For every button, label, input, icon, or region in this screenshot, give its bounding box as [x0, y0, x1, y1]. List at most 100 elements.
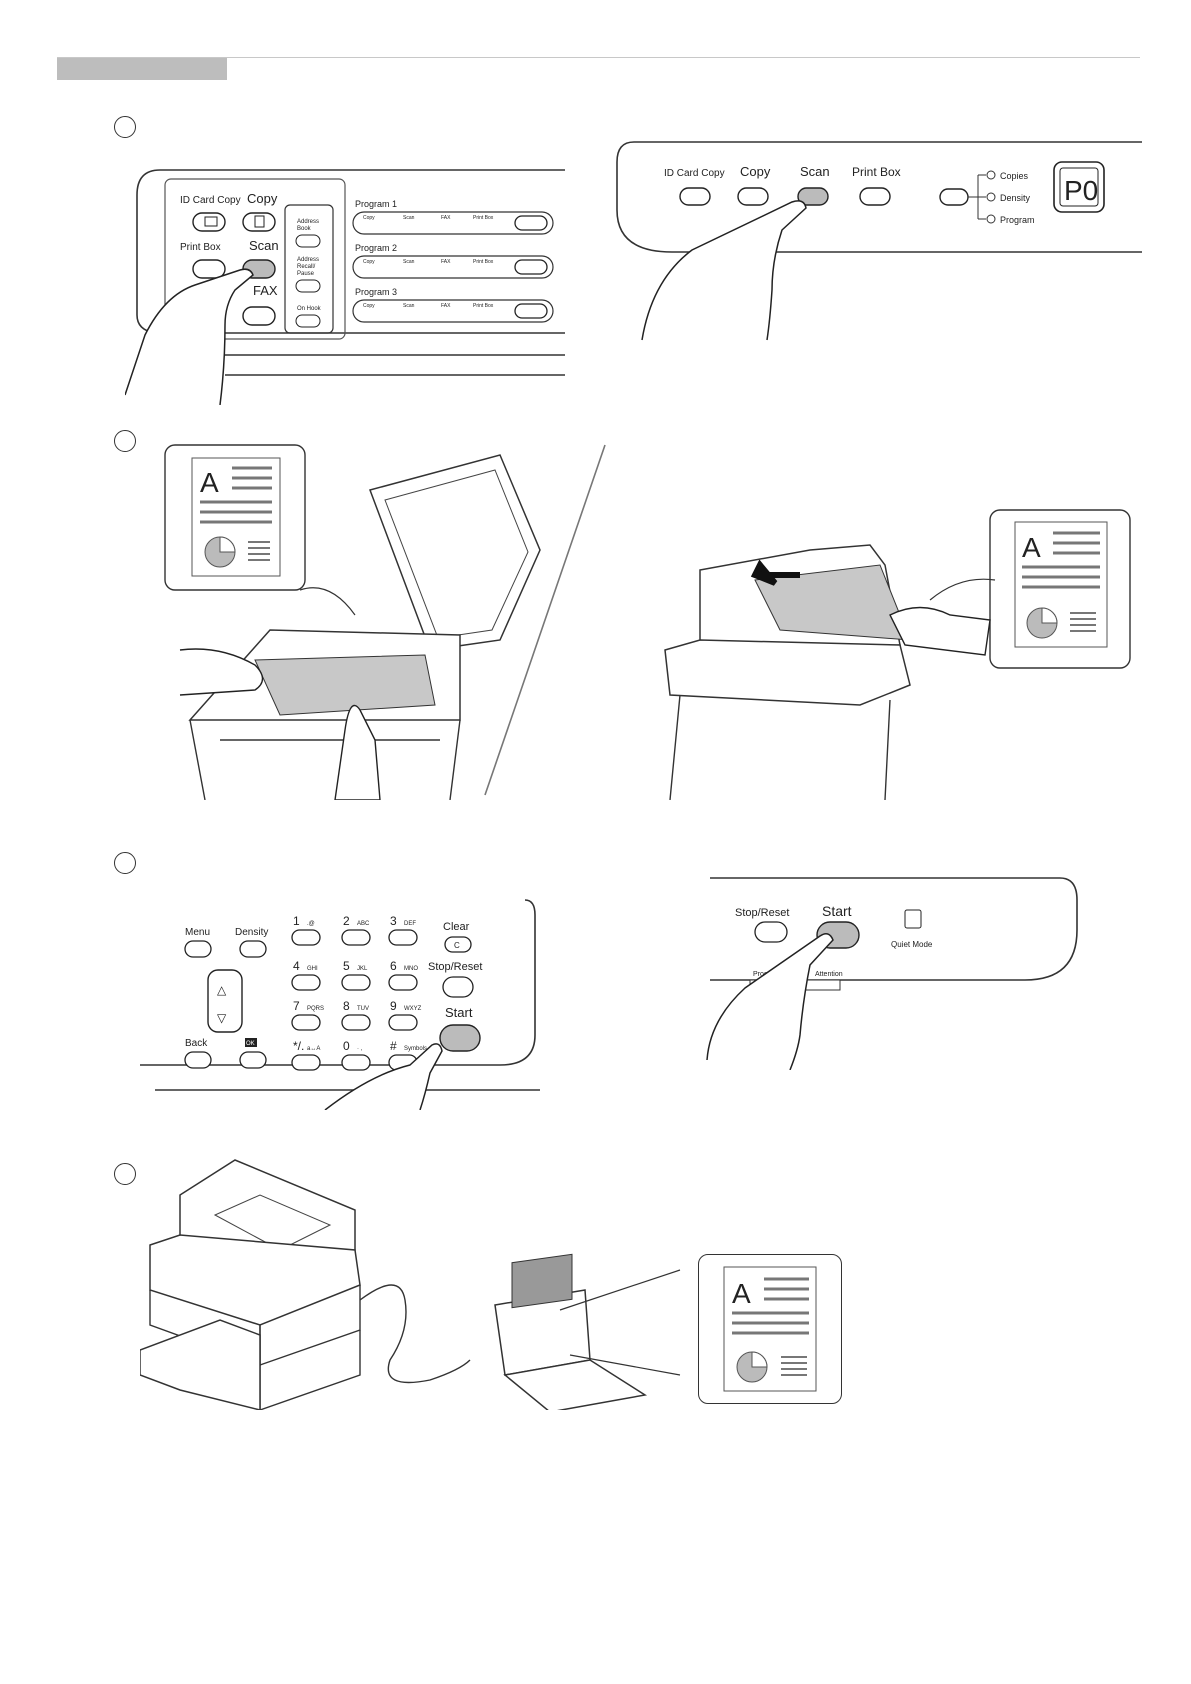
id-card-copy-button[interactable]: [679, 187, 711, 206]
key-letters: ABC: [357, 921, 370, 927]
slot-fax: FAX: [441, 303, 451, 309]
start-label: Start: [445, 1005, 473, 1020]
attention-label: Attention: [815, 971, 843, 978]
address-book-label-2: Book: [297, 226, 312, 232]
up-arrow-icon: △: [217, 983, 227, 997]
key-button[interactable]: [388, 974, 418, 991]
hand-pressing-scan: [125, 268, 254, 405]
ok-tag: [245, 1038, 257, 1047]
copy-button[interactable]: [737, 187, 769, 206]
print-box-label: Print Box: [180, 242, 221, 253]
key-digit: 3: [390, 914, 397, 928]
fax-button[interactable]: [242, 306, 276, 326]
key-button[interactable]: [291, 1014, 321, 1031]
address-recall-label-3: Pause: [297, 271, 315, 277]
ok-label: OK: [246, 1041, 255, 1047]
program-label: Program: [1000, 215, 1035, 225]
hand: [889, 606, 991, 656]
slot-scan: Scan: [403, 259, 415, 265]
quiet-mode-button[interactable]: [904, 909, 922, 929]
id-card-copy-label: ID Card Copy: [180, 195, 241, 206]
key-button[interactable]: [341, 929, 371, 946]
step-3-marker: [114, 852, 136, 874]
key-button[interactable]: [341, 1014, 371, 1031]
scan-button[interactable]: [797, 187, 829, 206]
mode-select-button[interactable]: [939, 188, 969, 206]
program-2-button[interactable]: [514, 259, 548, 275]
program-1-row: Program 1: [352, 199, 554, 235]
status-display: P0: [1064, 175, 1098, 206]
clear-button[interactable]: [444, 936, 472, 953]
scan-to-pc-illustration: [140, 1159, 681, 1410]
key-digit: #: [390, 1039, 397, 1053]
slot-fax: FAX: [441, 259, 451, 265]
key-digit: 2: [343, 914, 350, 928]
document-letter: A: [200, 467, 219, 498]
print-box-button[interactable]: [859, 187, 891, 206]
address-book-label-1: Address: [297, 219, 319, 225]
density-button[interactable]: [239, 940, 267, 958]
slot-scan: Scan: [403, 215, 415, 221]
program-2-label: Program 2: [355, 243, 397, 253]
quiet-mode-label: Quiet Mode: [891, 940, 933, 949]
slot-print-box: Print Box: [473, 259, 494, 265]
key-button[interactable]: [291, 929, 321, 946]
print-box-label: Print Box: [852, 165, 901, 179]
density-led: [986, 192, 996, 202]
copies-label: Copies: [1000, 171, 1029, 181]
slot-copy: Copy: [363, 303, 375, 309]
operation-panel-large: ID Card Copy Copy Scan Print Box Copies …: [616, 141, 1142, 341]
key-button[interactable]: [388, 929, 418, 946]
stop-reset-button[interactable]: [754, 921, 788, 943]
on-hook-button[interactable]: [295, 314, 321, 328]
document-letter: A: [1022, 532, 1041, 563]
start-button[interactable]: [439, 1024, 481, 1052]
key-button[interactable]: [291, 974, 321, 991]
id-card-copy-button[interactable]: [192, 212, 226, 232]
print-box-button[interactable]: [192, 259, 226, 279]
slot-copy: Copy: [363, 259, 375, 265]
arrow-keys[interactable]: [207, 969, 243, 1033]
feeder-placement-illustration: A: [664, 509, 1131, 800]
key-digit: 8: [343, 999, 350, 1013]
clear-label: Clear: [443, 921, 470, 933]
key-digit: 6: [390, 959, 397, 973]
slot-scan: Scan: [403, 303, 415, 309]
step-1-marker: [114, 116, 136, 138]
program-3-button[interactable]: [514, 303, 548, 319]
back-button[interactable]: [184, 1051, 212, 1069]
operation-panel-small: ID Card Copy Copy Print Box Scan FAX Add…: [125, 169, 565, 405]
program-1-label: Program 1: [355, 199, 397, 209]
stop-reset-label: Stop/Reset: [428, 961, 482, 973]
key-button[interactable]: [388, 1014, 418, 1031]
copy-label: Copy: [740, 164, 771, 179]
key-letters: PQRS: [307, 1006, 324, 1012]
key-letters: · ,: [357, 1046, 363, 1052]
key-button[interactable]: [341, 974, 371, 991]
key-letters: JKL: [357, 966, 368, 972]
program-3-row: Program 3: [352, 287, 554, 323]
hand-pressing-start: [324, 1043, 443, 1110]
menu-button[interactable]: [184, 940, 212, 958]
address-recall-button[interactable]: [295, 279, 321, 293]
key-letters: .@: [307, 921, 315, 927]
key-digit: 9: [390, 999, 397, 1013]
start-panel: Stop/Reset Start Quiet Mode Process Atte…: [706, 877, 1078, 1070]
ok-button[interactable]: [239, 1051, 267, 1069]
key-letters: WXYZ: [404, 1006, 422, 1012]
key-button[interactable]: [341, 1054, 371, 1071]
key-letters: Symbols: [404, 1046, 427, 1052]
clear-key-glyph: C: [454, 941, 460, 950]
copy-button[interactable]: [242, 212, 276, 232]
stop-reset-button[interactable]: [442, 976, 474, 998]
document-icon: A: [1014, 521, 1108, 648]
address-book-button[interactable]: [295, 234, 321, 248]
key-button[interactable]: [291, 1054, 321, 1071]
platen-placement-illustration: A: [164, 444, 606, 800]
left-hand: [179, 648, 264, 696]
program-1-button[interactable]: [514, 215, 548, 231]
key-digit: */.: [293, 1039, 304, 1053]
